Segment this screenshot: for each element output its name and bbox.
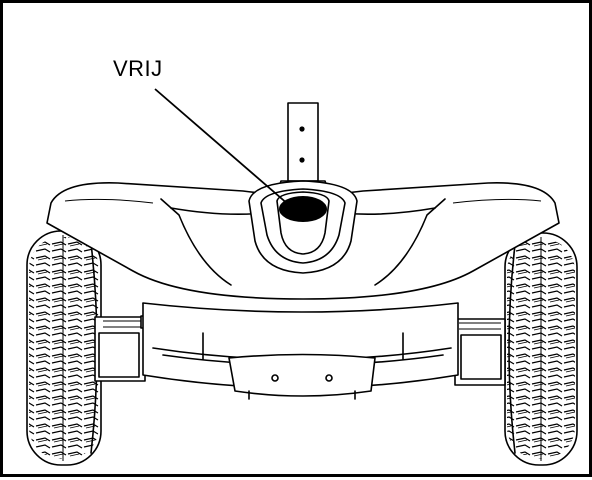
scooter-rear-illustration	[26, 88, 578, 466]
rear-bumper	[142, 303, 459, 400]
steering-column	[276, 102, 330, 194]
left-rear-wheel	[26, 230, 102, 466]
release-lever-housing	[248, 180, 358, 274]
callout-label-vrij: VRIJ	[113, 56, 163, 81]
callout-leader-line	[154, 88, 290, 206]
right-rear-wheel	[504, 232, 578, 466]
